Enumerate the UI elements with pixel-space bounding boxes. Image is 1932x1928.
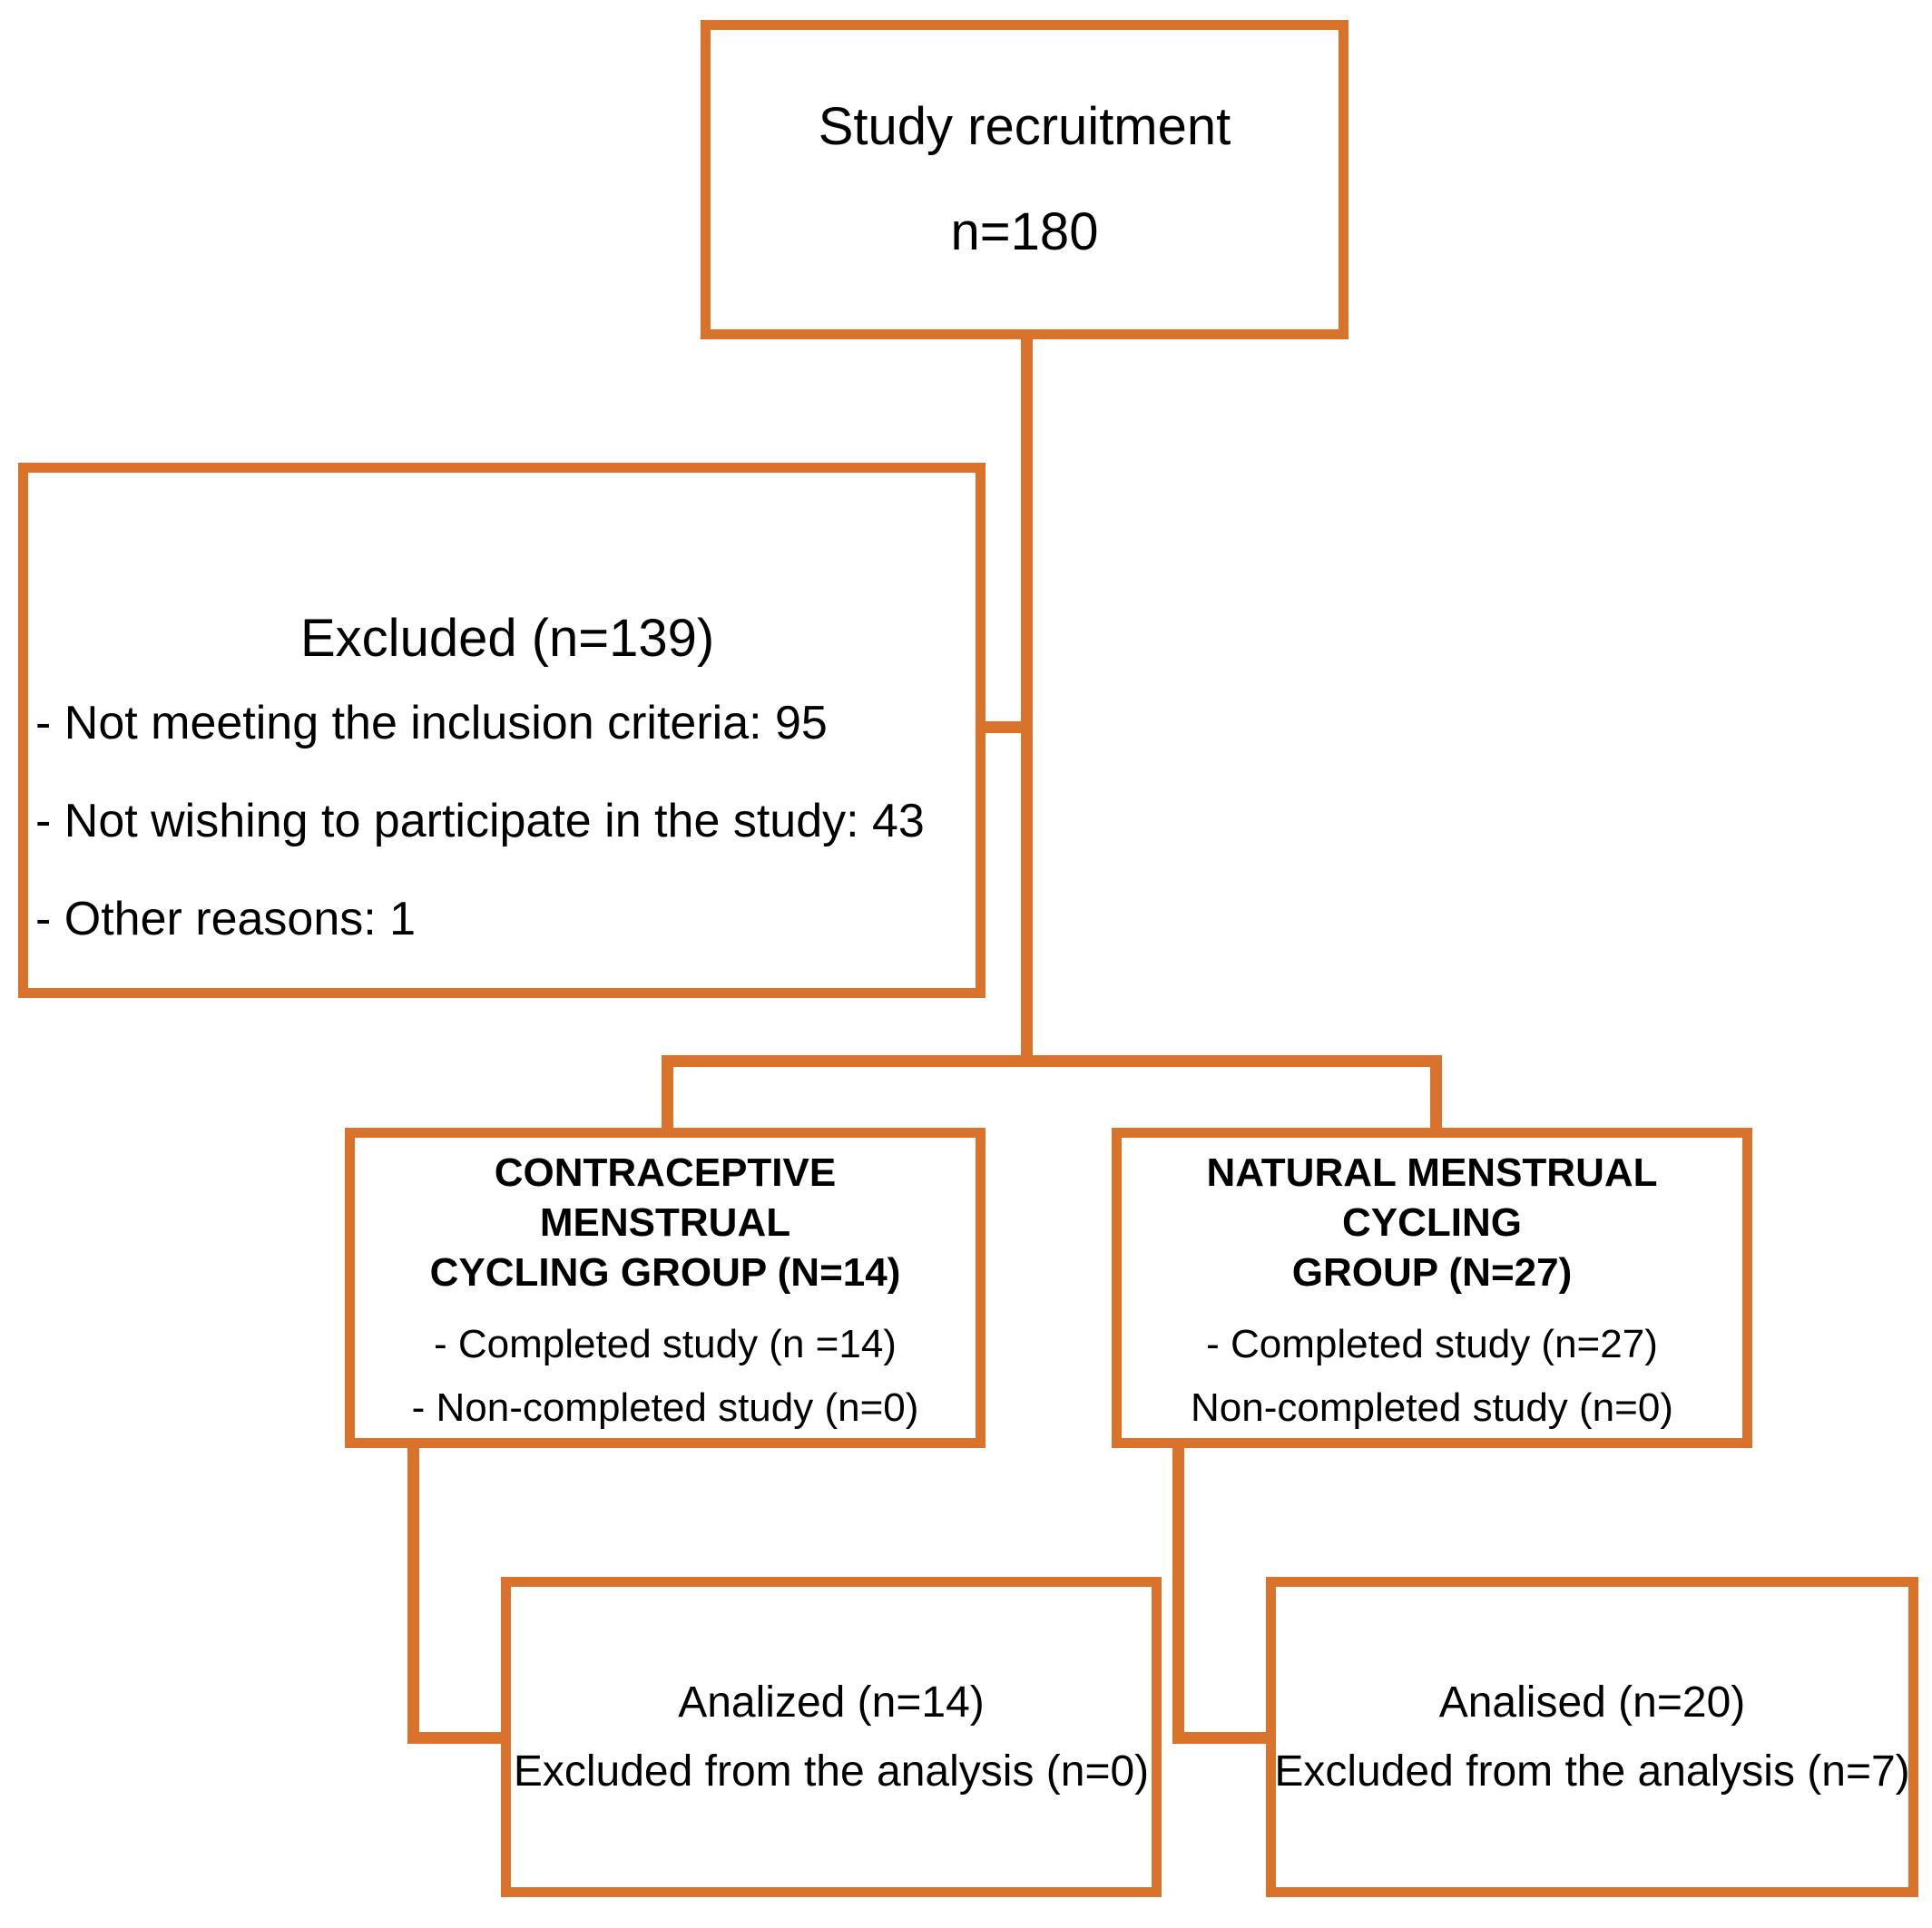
connector-left-analysis-arm — [407, 1732, 510, 1744]
node-analysis-natural: Analised (n=20) Excluded from the analys… — [1266, 1577, 1918, 1897]
group-natural-heading-line-2: GROUP (N=27) — [1291, 1250, 1573, 1295]
connector-group-left-leg — [662, 1055, 673, 1133]
excluded-heading: Excluded (n=139) — [300, 609, 715, 668]
node-group-natural: NATURAL MENSTRUAL CYCLING GROUP (N=27) -… — [1112, 1128, 1752, 1448]
connector-left-analysis-drop — [407, 1443, 419, 1744]
connector-recruitment-trunk-upper — [1021, 338, 1033, 737]
analysis-contraceptive-excluded: Excluded from the analysis (n=0) — [513, 1747, 1150, 1796]
connector-recruitment-trunk-lower — [1021, 721, 1033, 1066]
group-contraceptive-heading-line-2: CYCLING GROUP (N=14) — [429, 1250, 901, 1295]
group-contraceptive-completed: - Completed study (n =14) — [434, 1322, 897, 1366]
connector-right-analysis-arm — [1172, 1732, 1275, 1744]
recruitment-count: n=180 — [950, 202, 1099, 261]
node-group-contraceptive: CONTRACEPTIVE MENSTRUAL CYCLING GROUP (N… — [345, 1128, 986, 1448]
excluded-content: Excluded (n=139) - Not meeting the inclu… — [28, 473, 976, 988]
connector-excluded-stub — [976, 721, 1026, 733]
connector-right-analysis-drop — [1172, 1443, 1184, 1744]
group-contraceptive-heading: CONTRACEPTIVE MENSTRUAL CYCLING GROUP (N… — [371, 1148, 959, 1297]
connector-group-right-leg — [1430, 1055, 1442, 1133]
excluded-reason-not-wishing: - Not wishing to participate in the stud… — [35, 795, 925, 847]
group-natural-heading: NATURAL MENSTRUAL CYCLING GROUP (N=27) — [1138, 1148, 1726, 1297]
analysis-contraceptive-analysed: Analized (n=14) — [678, 1678, 985, 1727]
node-analysis-contraceptive: Analized (n=14) Excluded from the analys… — [501, 1577, 1162, 1897]
analysis-natural-analysed: Analised (n=20) — [1438, 1678, 1746, 1727]
group-natural-non-completed: Non-completed study (n=0) — [1191, 1385, 1673, 1430]
group-natural-completed: - Completed study (n=27) — [1206, 1322, 1658, 1366]
analysis-natural-excluded: Excluded from the analysis (n=7) — [1274, 1747, 1910, 1796]
group-natural-heading-line-1: NATURAL MENSTRUAL CYCLING — [1206, 1150, 1658, 1245]
recruitment-title: Study recruitment — [818, 97, 1231, 157]
group-contraceptive-heading-line-1: CONTRACEPTIVE MENSTRUAL — [494, 1150, 837, 1245]
node-study-recruitment: Study recruitment n=180 — [701, 20, 1348, 339]
excluded-reason-inclusion-criteria: - Not meeting the inclusion criteria: 95 — [35, 697, 828, 749]
excluded-reason-other: - Other reasons: 1 — [35, 893, 417, 945]
node-excluded: Excluded (n=139) - Not meeting the inclu… — [18, 463, 986, 998]
group-contraceptive-non-completed: - Non-completed study (n=0) — [411, 1385, 919, 1430]
connector-group-split-bar — [662, 1055, 1442, 1067]
